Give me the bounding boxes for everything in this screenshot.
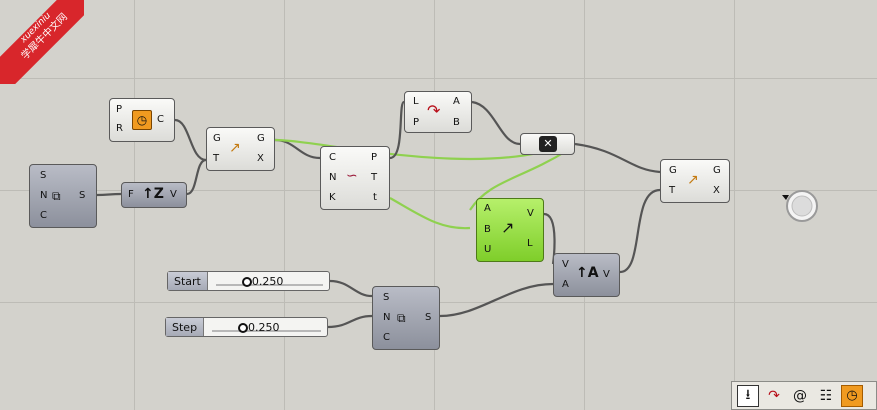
wire <box>389 197 471 230</box>
output-port-label: T <box>371 172 378 183</box>
wire <box>327 314 373 329</box>
input-port-label: F <box>128 189 134 200</box>
output-port-label: V <box>527 208 534 219</box>
input-port-label: R <box>116 123 123 134</box>
component-series-a[interactable]: S N C S ⧉ <box>29 164 97 228</box>
wire <box>574 142 661 174</box>
input-port-label: N <box>383 312 391 323</box>
output-port-label: X <box>257 153 264 164</box>
wire <box>439 282 554 318</box>
component-unit-z[interactable]: F V ↑Z <box>121 182 187 208</box>
evaluate-icon: ↗ <box>687 172 699 188</box>
input-port-label: K <box>329 192 336 203</box>
canvas-toolbar: ⭳ ↷ @ ☷ ◷ <box>731 381 877 410</box>
input-port-label: A <box>562 279 569 290</box>
slider-rail <box>215 284 323 286</box>
input-port-label: S <box>40 170 47 181</box>
input-port-label: C <box>40 210 47 221</box>
component-curve-closest-point[interactable]: L P A B ↷ <box>404 91 472 133</box>
component-evaluate-curve-b[interactable]: G T G X ↗ <box>660 159 730 203</box>
input-port-label: C <box>329 152 336 163</box>
wire <box>96 192 122 197</box>
watermark-text-2: 学犀牛中文网 <box>19 11 70 62</box>
slider-value: 0.250 <box>248 321 280 334</box>
wire-icon[interactable]: ↷ <box>768 387 780 404</box>
wire <box>329 279 373 298</box>
slider-knob[interactable] <box>241 277 252 287</box>
output-port-label: S <box>79 190 86 201</box>
timer-arrow-icon <box>782 195 789 200</box>
amplitude-icon: ↑A <box>576 265 599 281</box>
input-port-label: L <box>413 96 419 107</box>
timer-widget[interactable] <box>780 188 820 228</box>
output-port-label: L <box>527 238 533 249</box>
slider-rail <box>212 330 321 332</box>
output-port-label: t <box>373 192 377 203</box>
input-port-label: B <box>484 224 491 235</box>
input-port-label: V <box>562 259 569 270</box>
input-port-label: G <box>669 165 677 176</box>
component-series-b[interactable]: S N C S ⧉ <box>372 286 440 350</box>
film-icon[interactable]: ☷ <box>819 387 833 404</box>
input-port-label: T <box>213 153 220 164</box>
wire <box>471 100 521 146</box>
relay-icon: ✕ <box>539 136 557 152</box>
input-port-label: S <box>383 292 390 303</box>
output-port-label: S <box>425 312 432 323</box>
spiral-icon[interactable]: @ <box>793 387 807 404</box>
output-port-label: G <box>713 165 721 176</box>
output-port-label: B <box>453 117 460 128</box>
output-port-label: V <box>170 189 177 200</box>
unit-z-icon: ↑Z <box>142 186 164 202</box>
wire <box>186 158 207 196</box>
slider-track[interactable]: 0.250 <box>208 272 329 290</box>
output-port-label: X <box>713 185 720 196</box>
series-icon: ⧉ <box>52 189 61 203</box>
wire <box>174 118 207 162</box>
component-evaluate-curve-a[interactable]: G T G X ↗ <box>206 127 275 171</box>
component-vector-amplitude[interactable]: V A V ↑A <box>553 253 620 297</box>
output-port-label: V <box>603 269 610 280</box>
evaluate-icon: ↗ <box>229 140 241 156</box>
watermark-logo: xuexiniu 学犀牛中文网 <box>0 0 84 84</box>
slider-track[interactable]: 0.250 <box>204 318 327 336</box>
timer-icon[interactable]: ◷ <box>841 384 863 407</box>
closest-point-icon: ↷ <box>427 101 441 120</box>
wire <box>389 100 406 160</box>
slider-start[interactable]: Start 0.250 <box>167 271 330 291</box>
input-port-label: G <box>213 133 221 144</box>
input-port-label: A <box>484 203 491 214</box>
slider-step[interactable]: Step 0.250 <box>165 317 328 337</box>
input-port-label: P <box>413 117 420 128</box>
output-port-label: P <box>371 152 378 163</box>
output-port-label: G <box>257 133 265 144</box>
series-icon: ⧉ <box>397 311 406 325</box>
input-port-label: N <box>329 172 337 183</box>
timer-icon: ◷ <box>132 110 152 130</box>
input-port-label: N <box>40 190 48 201</box>
component-line-sdl[interactable]: A B U V L ↗ <box>476 198 544 262</box>
component-timer-source[interactable]: P R C ◷ <box>109 98 175 142</box>
line-icon: ↗ <box>501 218 515 237</box>
component-relay[interactable]: ✕ <box>520 133 575 155</box>
input-port-label: P <box>116 104 123 115</box>
slider-label: Step <box>166 318 205 336</box>
input-port-label: T <box>669 185 676 196</box>
slider-label: Start <box>168 272 208 290</box>
slider-value: 0.250 <box>251 275 284 288</box>
slider-knob[interactable] <box>238 323 249 333</box>
input-port-label: C <box>383 332 390 343</box>
wire <box>619 188 661 274</box>
output-port-label: A <box>453 96 460 107</box>
input-port-label: U <box>484 244 492 255</box>
divide-curve-icon: ∽ <box>346 168 358 184</box>
output-port-label: C <box>157 114 164 125</box>
component-divide-curve[interactable]: C N K P T t ∽ <box>320 146 390 210</box>
download-icon[interactable]: ⭳ <box>737 384 759 407</box>
